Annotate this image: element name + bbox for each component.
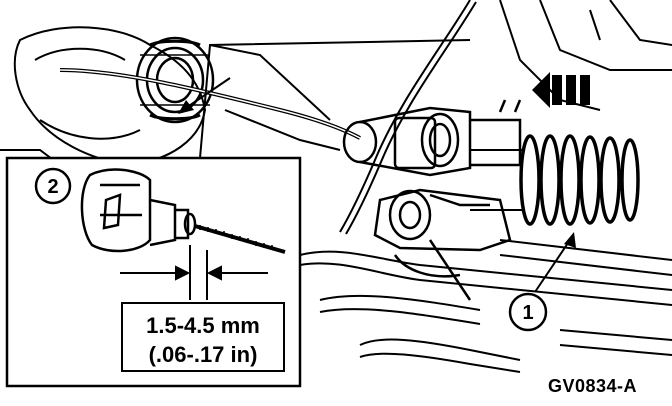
- callout-1-number: 1: [522, 302, 533, 324]
- callout-1: 1: [508, 292, 548, 332]
- throttle-cable: [59, 68, 361, 140]
- dimension-imperial: (.06-.17 in): [149, 342, 258, 367]
- cable-end-fitting: [80, 168, 197, 253]
- figure-id: GV0834-A: [548, 376, 638, 396]
- dimension-label-box: [121, 302, 285, 372]
- dimension-metric: 1.5-4.5 mm: [146, 313, 260, 338]
- threaded-cable: [194, 224, 286, 254]
- dimension-marker: [120, 245, 268, 300]
- engine-block-left: [0, 26, 341, 167]
- return-spring: [470, 134, 640, 226]
- cable-bracket: [342, 99, 522, 177]
- callout-2: 2: [34, 167, 72, 205]
- callout-2-number: 2: [47, 176, 58, 198]
- lower-frame: [299, 239, 672, 373]
- callout-1-leader: [534, 232, 576, 293]
- mounting-bracket: [373, 188, 512, 301]
- cable-pulley: [135, 36, 215, 124]
- detail-leader-line: [199, 39, 471, 159]
- direction-arrow-icon: [532, 72, 590, 108]
